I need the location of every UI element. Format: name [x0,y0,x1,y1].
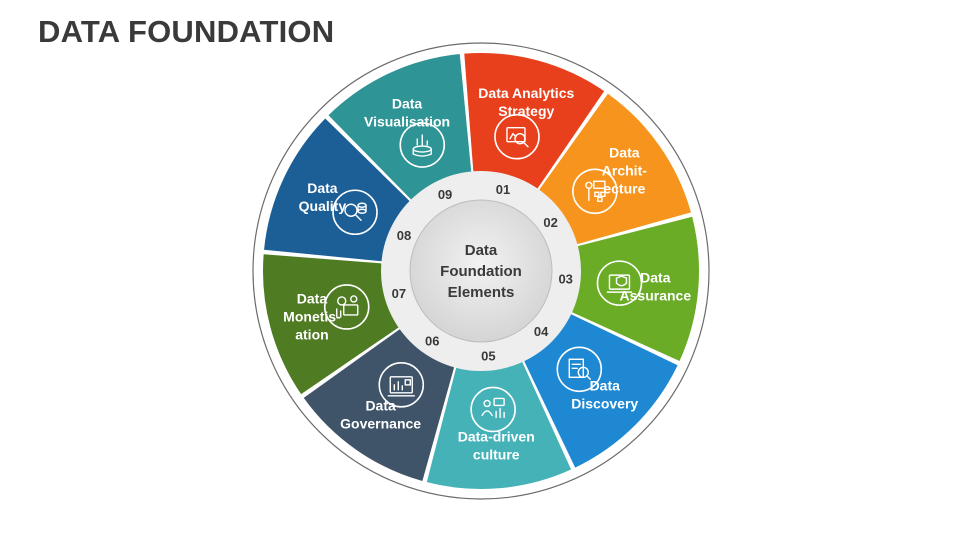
segment-number: 05 [481,349,495,364]
page-title: DATA FOUNDATION [38,14,335,49]
segment-label-line: Data [609,145,640,161]
architecture-icon [572,168,618,215]
segment-label-line: Data Analytics [478,85,574,101]
monetisation-icon [323,284,370,330]
segment-wedge [426,362,572,489]
segment-number: 06 [425,334,439,349]
segment-label-line: Data-driven [458,428,535,444]
center-label-line: Foundation [440,263,522,280]
segment-label-line: Data [640,269,671,285]
segment-label-line: Governance [340,415,421,431]
segment-label-line: Monetis- [283,308,341,324]
discovery-icon [556,346,603,393]
segment-number: 04 [534,324,549,339]
quality-icon [332,189,378,236]
visualisation-icon [399,122,446,168]
segment-wedge [572,216,699,362]
segment-wedge [262,254,399,395]
segment-wedge [539,93,691,245]
segment-label-line: ecture [603,181,645,197]
segment-label-line: culture [473,446,520,462]
segment-05: Data-driven culture [426,362,572,489]
segment-label-line: Data [297,290,328,306]
segment-label-line: Assurance [620,287,692,303]
segment-label-line: Quality [299,198,347,214]
segment-label-line: ation [295,326,328,342]
segment-number: 09 [438,187,452,202]
analytics-strategy-icon [494,113,540,160]
segment-label-line: Archit- [602,163,647,179]
governance-icon [378,362,425,408]
segment-number: 07 [392,286,406,301]
segment-label-line: Data [307,180,338,196]
segment-label: Data-driven culture [458,428,535,462]
segment-label-line: Strategy [498,103,554,119]
segment-wedge [303,329,455,481]
center-label-line: Elements [448,284,515,301]
center-label-line: Data [465,242,498,259]
segment-label-line: Data [365,397,396,413]
segment-label-line: Discovery [571,396,638,412]
segment-label-line: Visualisation [364,113,450,129]
segment-label-line: Data [590,378,621,394]
segment-label-line: Data [392,95,423,111]
data-culture-icon [470,386,516,433]
segment-number: 01 [496,182,510,197]
segment-wedge [524,314,678,468]
assurance-icon [596,260,643,306]
segment-number: 02 [543,215,557,230]
segment-number: 03 [558,271,572,286]
segment-wedge [464,53,605,189]
segment-number: 08 [397,228,411,243]
center-hub [409,199,553,343]
